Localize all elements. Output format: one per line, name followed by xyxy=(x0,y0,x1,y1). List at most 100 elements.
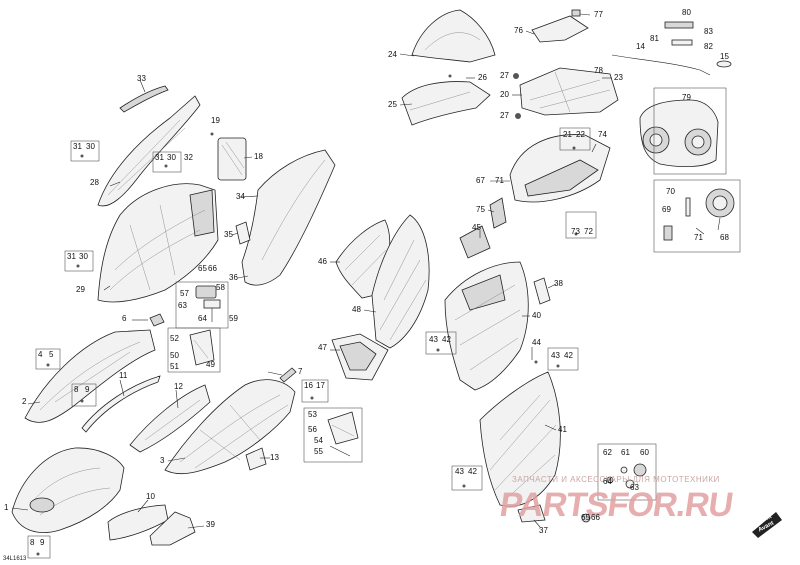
part-2-side-panel xyxy=(24,329,156,423)
callout-82: 82 xyxy=(704,42,713,51)
callout-47: 47 xyxy=(318,343,327,352)
detail-box-60-64 xyxy=(597,443,657,501)
callout-19: 19 xyxy=(211,116,220,125)
detail-box-53-55 xyxy=(303,407,363,463)
part-39-rail xyxy=(149,511,196,546)
part-37-lower-trim xyxy=(517,504,546,523)
detail-box-31-30-top xyxy=(70,140,100,162)
callout-22: 22 xyxy=(576,130,585,139)
part-41-lower-front-fairing xyxy=(479,371,561,507)
part-48-side-cowl xyxy=(371,214,430,349)
callout-64-upper: 64 xyxy=(198,314,207,323)
callout-64-lower: 64 xyxy=(603,477,612,486)
detail-box-43-42-upper xyxy=(425,331,457,355)
callout-58: 58 xyxy=(216,283,225,292)
detail-box-68-71 xyxy=(653,179,741,253)
callout-73: 73 xyxy=(571,227,580,236)
callout-71-lower: 71 xyxy=(694,233,703,242)
callout-29: 29 xyxy=(76,285,85,294)
callout-12: 12 xyxy=(174,382,183,391)
callout-6: 6 xyxy=(122,314,127,323)
callout-20: 20 xyxy=(500,90,509,99)
part-14-wiring-harness xyxy=(611,21,732,76)
callout-66-upper: 66 xyxy=(208,264,217,273)
callout-43-upper: 43 xyxy=(429,335,438,344)
part-53-footpeg-bracket xyxy=(327,411,359,457)
part-79-headlight-housing xyxy=(639,99,719,168)
callout-57: 57 xyxy=(180,289,189,298)
part-33-top-strip xyxy=(119,85,169,113)
callout-66-lower: 66 xyxy=(591,513,600,522)
callout-60: 60 xyxy=(640,448,649,457)
part-75-vent xyxy=(489,197,507,229)
callout-51: 51 xyxy=(170,362,179,371)
detail-box-31-30-middle xyxy=(152,151,182,173)
callout-37: 37 xyxy=(539,526,548,535)
part-76-upper-bracket xyxy=(531,9,589,43)
callout-23: 23 xyxy=(614,73,623,82)
callout-52: 52 xyxy=(170,334,179,343)
callout-76: 76 xyxy=(514,26,523,35)
callout-71-upper: 71 xyxy=(495,176,504,185)
part-7-clip xyxy=(279,367,297,383)
callout-40: 40 xyxy=(532,311,541,320)
part-13-small-cover xyxy=(245,447,267,471)
callout-63-lower: 63 xyxy=(630,483,639,492)
callout-65-upper: 65 xyxy=(198,264,207,273)
callout-53: 53 xyxy=(308,410,317,419)
detail-box-43-42-middle xyxy=(547,347,579,371)
callout-42-lower: 42 xyxy=(468,467,477,476)
callout-34: 34 xyxy=(236,192,245,201)
detail-box-57-59 xyxy=(175,281,229,329)
callout-31-top: 31 xyxy=(73,142,82,151)
leader-lines xyxy=(11,13,721,529)
callout-28: 28 xyxy=(90,178,99,187)
detail-box-8-9-bottom xyxy=(27,535,51,559)
callout-16: 16 xyxy=(304,381,313,390)
callout-54: 54 xyxy=(314,436,323,445)
callout-25: 25 xyxy=(388,100,397,109)
callout-41: 41 xyxy=(558,425,567,434)
callout-67: 67 xyxy=(476,176,485,185)
callout-17: 17 xyxy=(316,381,325,390)
part-47-duct xyxy=(331,333,389,381)
callout-3: 3 xyxy=(160,456,165,465)
callout-27-lower: 27 xyxy=(500,111,509,120)
callout-59: 59 xyxy=(229,314,238,323)
callout-69: 69 xyxy=(662,205,671,214)
callout-56: 56 xyxy=(308,425,317,434)
part-38-strip xyxy=(533,277,551,305)
callout-33: 33 xyxy=(137,74,146,83)
fasteners xyxy=(36,73,578,556)
part-20-instrument-support xyxy=(519,67,619,116)
callout-30-lower: 30 xyxy=(79,252,88,261)
callout-31-middle: 31 xyxy=(155,153,164,162)
part-1-lower-front-panel xyxy=(11,447,125,533)
detail-box-16-17 xyxy=(301,379,329,403)
callout-80: 80 xyxy=(682,8,691,17)
part-18-bracket xyxy=(217,137,247,181)
watermark-tagline: ЗАПЧАСТИ И АКСЕССУАРЫ ДЛЯ МОТОТЕХНИКИ xyxy=(512,475,720,484)
callout-49: 49 xyxy=(206,360,215,369)
callout-21: 21 xyxy=(563,130,572,139)
callout-75: 75 xyxy=(476,205,485,214)
callout-13: 13 xyxy=(270,453,279,462)
callout-72: 72 xyxy=(584,227,593,236)
callout-79: 79 xyxy=(682,93,691,102)
callout-10: 10 xyxy=(146,492,155,501)
detail-box-31-30-lower xyxy=(64,250,94,272)
callout-45: 45 xyxy=(472,223,481,232)
callout-62: 62 xyxy=(603,448,612,457)
callout-8: 8 xyxy=(74,385,79,394)
part-36-inner-liner xyxy=(241,149,336,286)
callout-7: 7 xyxy=(298,367,303,376)
part-74-headlight-lens xyxy=(509,134,611,203)
callout-36: 36 xyxy=(229,273,238,282)
part-3-main-side-fairing xyxy=(164,379,296,475)
detail-box-8-9-left xyxy=(71,383,97,407)
callout-63-upper: 63 xyxy=(178,301,187,310)
detail-box-73-72 xyxy=(565,211,597,239)
watermark-brand-logo: PARTSFOR.RU xyxy=(497,486,735,524)
part-6-small-bracket xyxy=(149,313,165,327)
